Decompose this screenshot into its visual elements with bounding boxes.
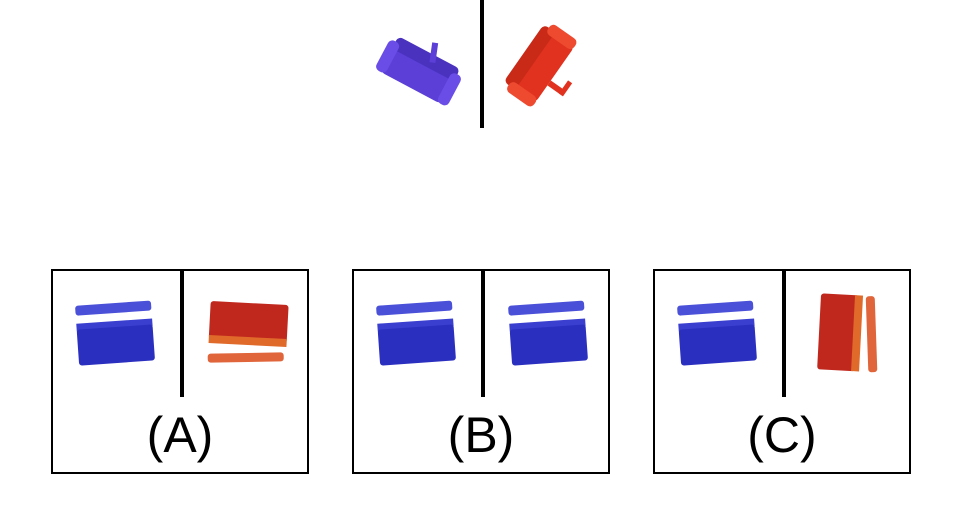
clapperboard-icon <box>673 297 763 369</box>
option-c[interactable]: (C) <box>653 269 911 474</box>
example-divider <box>480 0 484 128</box>
sofa-icon <box>374 32 464 112</box>
clapperboard-icon <box>504 297 594 369</box>
option-b[interactable]: (B) <box>352 269 610 474</box>
option-label: (A) <box>146 407 214 463</box>
clapperboard-icon <box>372 297 462 369</box>
option-label: (B) <box>447 407 515 463</box>
clapperboard-icon <box>71 297 161 369</box>
option-divider <box>782 271 786 397</box>
clapperboard-icon <box>203 299 293 371</box>
option-label: (C) <box>747 407 817 463</box>
option-divider <box>481 271 485 397</box>
option-a[interactable]: (A) <box>51 269 309 474</box>
example-pair <box>360 0 600 130</box>
sofa-icon <box>500 22 585 112</box>
option-divider <box>180 271 184 397</box>
clapperboard-icon <box>813 291 889 377</box>
